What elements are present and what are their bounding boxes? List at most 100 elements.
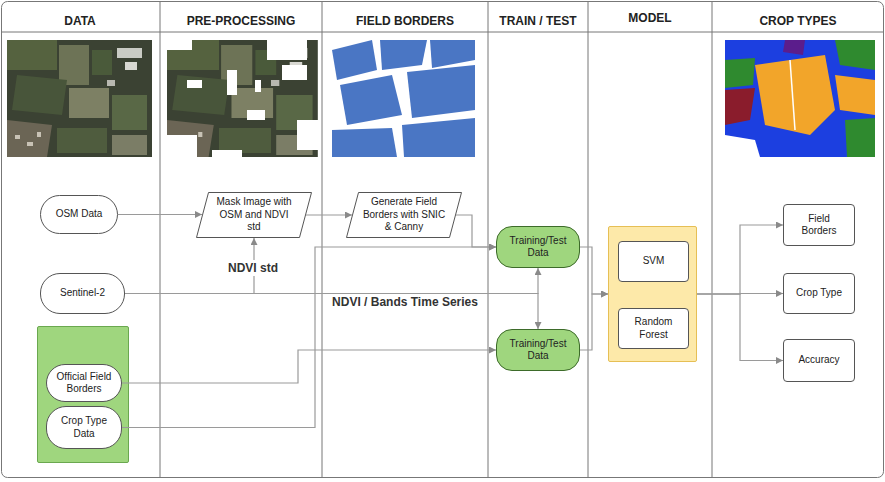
column-header: CROP TYPES <box>759 14 836 28</box>
text-wrap: Field Borders <box>784 205 854 245</box>
text-wrap: Accuracy <box>784 340 854 381</box>
text-wrap: Crop Type Data <box>47 407 121 448</box>
data-source: Official Field Borders <box>46 364 122 402</box>
connector-arrow <box>580 247 608 294</box>
masked-image <box>247 110 265 120</box>
node-text: SVM <box>643 255 665 268</box>
crop-type-map <box>790 60 795 130</box>
connector-arrow <box>125 268 538 294</box>
parallelogram-outline <box>197 193 312 238</box>
data-group: Official Field BordersCrop Type Data <box>37 326 129 463</box>
model-box: SVM <box>618 241 689 282</box>
crop-type-map <box>835 40 875 70</box>
text-wrap: Training/Test Data <box>497 330 579 370</box>
edge-label: NDVI / Bands Time Series <box>330 294 480 310</box>
satellite-image <box>7 40 152 157</box>
masked-image <box>212 150 242 157</box>
text-wrap: Official Field Borders <box>47 365 121 401</box>
data-source: Crop Type Data <box>46 406 122 449</box>
text-wrap: Mask Image with OSM and NDVI std <box>196 192 312 238</box>
node-text: Training/Test Data <box>503 338 573 363</box>
masked-image <box>167 40 318 157</box>
masked-image <box>282 65 307 80</box>
text-wrap: Training/Test Data <box>497 227 579 267</box>
column-header: TRAIN / TEST <box>499 14 576 28</box>
connector-arrow <box>697 294 783 361</box>
data-source: OSM Data <box>40 195 118 234</box>
node-text: Accuracy <box>798 354 839 367</box>
masked-image <box>255 80 261 92</box>
field-border-image <box>332 40 377 80</box>
node-text: Field Borders <box>790 213 848 238</box>
field-border-image <box>430 40 475 68</box>
field-border-image <box>332 128 397 157</box>
crop-type-map <box>725 40 875 157</box>
column-header: PRE-PROCESSING <box>187 14 296 28</box>
crop-type-map <box>725 88 755 125</box>
crop-type-map <box>835 75 875 115</box>
text-wrap: Sentinel-2 <box>41 274 124 313</box>
model-group: SVM Random Forest <box>608 226 697 362</box>
node-text: Crop Type <box>796 287 842 300</box>
node-text: Random Forest <box>625 316 682 341</box>
process-step: Mask Image with OSM and NDVI std <box>196 192 312 238</box>
text-wrap: Random Forest <box>619 309 688 348</box>
field-border-image <box>402 118 475 157</box>
dataset-box: Training/Test Data <box>496 226 580 268</box>
node-text: Crop Type Data <box>53 415 115 440</box>
connector-arrow <box>306 214 352 215</box>
column-dividers <box>322 2 323 478</box>
crop-type-map <box>725 40 875 157</box>
connector-arrow <box>697 293 783 295</box>
node-text: Training/Test Data <box>503 235 573 260</box>
column-dividers <box>588 2 589 478</box>
masked-image <box>167 135 197 157</box>
crop-type-map <box>755 55 835 135</box>
column-dividers <box>712 2 713 478</box>
text-wrap: Generate Field Borders with SNIC & Canny <box>346 192 462 238</box>
column-dividers <box>488 2 489 478</box>
connector-arrow <box>456 215 496 247</box>
masked-image <box>227 70 237 95</box>
crop-type-map <box>783 40 805 55</box>
connector-arrow <box>122 247 496 428</box>
node-text: Official Field Borders <box>53 371 115 396</box>
connector-arrow <box>118 214 202 215</box>
node-text: Generate Field Borders with SNIC & Canny <box>362 196 446 234</box>
node-text: Sentinel-2 <box>60 287 105 300</box>
node-text: Mask Image with OSM and NDVI std <box>212 196 296 234</box>
column-header: FIELD BORDERS <box>356 14 454 28</box>
edge-label: NDVI std <box>226 260 280 276</box>
process-step: Generate Field Borders with SNIC & Canny <box>346 192 462 238</box>
column-header: DATA <box>64 14 96 28</box>
connector-arrow <box>580 294 608 350</box>
masked-image <box>167 40 192 50</box>
output-box: Crop Type <box>783 273 855 314</box>
connector-arrow <box>125 294 538 330</box>
masked-image <box>167 40 318 157</box>
dataset-box: Training/Test Data <box>496 329 580 371</box>
masked-image <box>297 120 318 150</box>
text-wrap: OSM Data <box>41 196 117 233</box>
crop-type-map <box>725 135 760 157</box>
model-box: Random Forest <box>618 308 689 349</box>
masked-image <box>187 80 202 88</box>
connector-arrow <box>122 350 496 383</box>
output-box: Accuracy <box>783 339 855 382</box>
output-box: Field Borders <box>783 204 855 246</box>
connectors <box>118 215 783 428</box>
text-wrap: SVM <box>619 242 688 281</box>
masked-image <box>267 40 307 60</box>
column-header: MODEL <box>628 11 671 25</box>
node-text: OSM Data <box>56 208 103 221</box>
field-border-image <box>380 40 427 70</box>
data-source: Sentinel-2 <box>40 273 125 314</box>
